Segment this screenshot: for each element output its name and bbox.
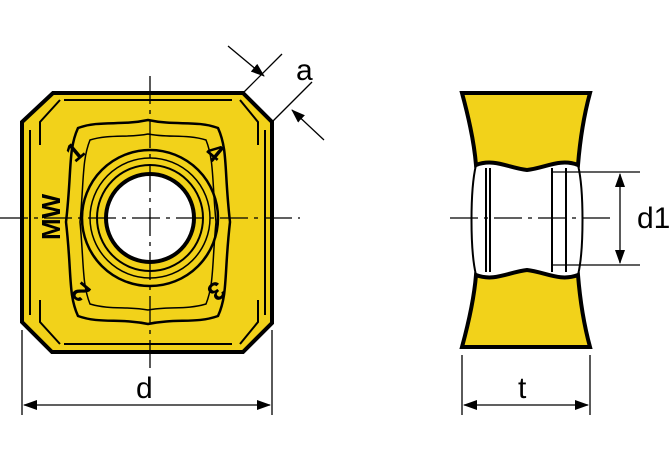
side-top-block: [459, 91, 593, 173]
corner-facets: [29, 99, 266, 345]
label-d: d: [136, 372, 153, 405]
label-d1: d1: [637, 202, 670, 235]
side-bore: [470, 164, 584, 276]
side-view: d1 t: [450, 91, 670, 415]
label-a: a: [296, 54, 313, 87]
front-view: 1 4 2 3 MW d a: [0, 45, 325, 415]
chip-breaker-outline: [64, 118, 232, 326]
dimension-a: [227, 45, 325, 141]
brand-mark: MW: [36, 193, 66, 240]
dimension-d: [21, 330, 273, 415]
side-bottom-block: [459, 267, 593, 349]
centerlines-front: [0, 76, 300, 370]
dimension-t: [461, 355, 591, 415]
dimension-d1: [552, 171, 640, 266]
label-t: t: [518, 372, 527, 405]
